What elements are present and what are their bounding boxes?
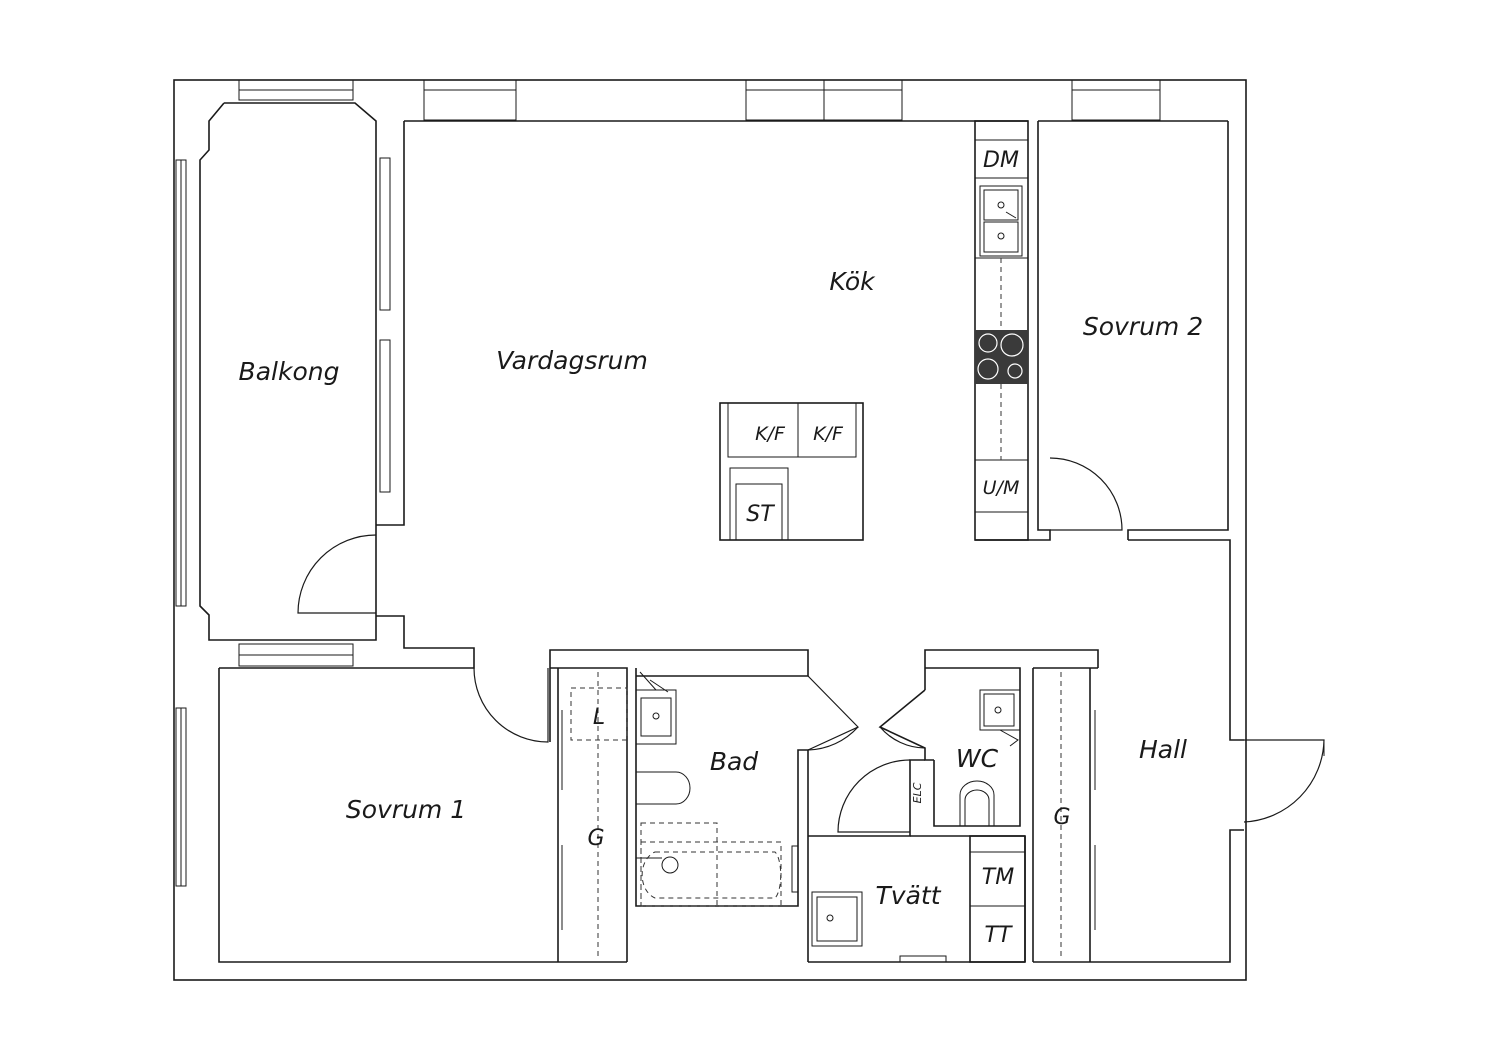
room-label-vardagsrum: Vardagsrum [496,346,648,375]
room-label-wc: WC [956,744,999,773]
sovrum1-door [473,667,549,743]
label-elc: ELC [911,782,924,803]
stove [975,330,1028,384]
room-label-balkong: Balkong [239,357,340,386]
label-tm: TM [982,865,1014,890]
label-kf-2: K/F [813,423,844,445]
room-label-sovrum2: Sovrum 2 [1083,312,1203,341]
balcony-door [297,534,377,614]
label-um: U/M [983,477,1020,499]
label-tt: TT [985,923,1013,948]
label-l: L [593,705,605,730]
balcony-outline [199,102,475,669]
label-kf-1: K/F [755,423,786,445]
room-label-kok: Kök [829,267,876,296]
room-label-bad: Bad [710,747,758,776]
entrance-door [1243,739,1325,823]
bad-door [807,675,860,751]
room-label-tvatt: Tvätt [876,881,942,910]
kitchen-island [719,402,864,541]
tvatt-door [837,759,911,833]
sovrum2-door [1049,457,1123,531]
room-label-hall: Hall [1139,735,1187,764]
label-st: ST [746,502,775,527]
label-g-1: G [587,826,604,851]
room-label-sovrum1: Sovrum 1 [346,795,466,824]
interior-walls [549,121,1325,962]
label-dm: DM [983,148,1019,173]
windows [175,79,1161,887]
bathroom-fixtures [570,671,1026,963]
label-g-2: G [1053,805,1070,830]
kitchen-counter [974,120,1029,541]
